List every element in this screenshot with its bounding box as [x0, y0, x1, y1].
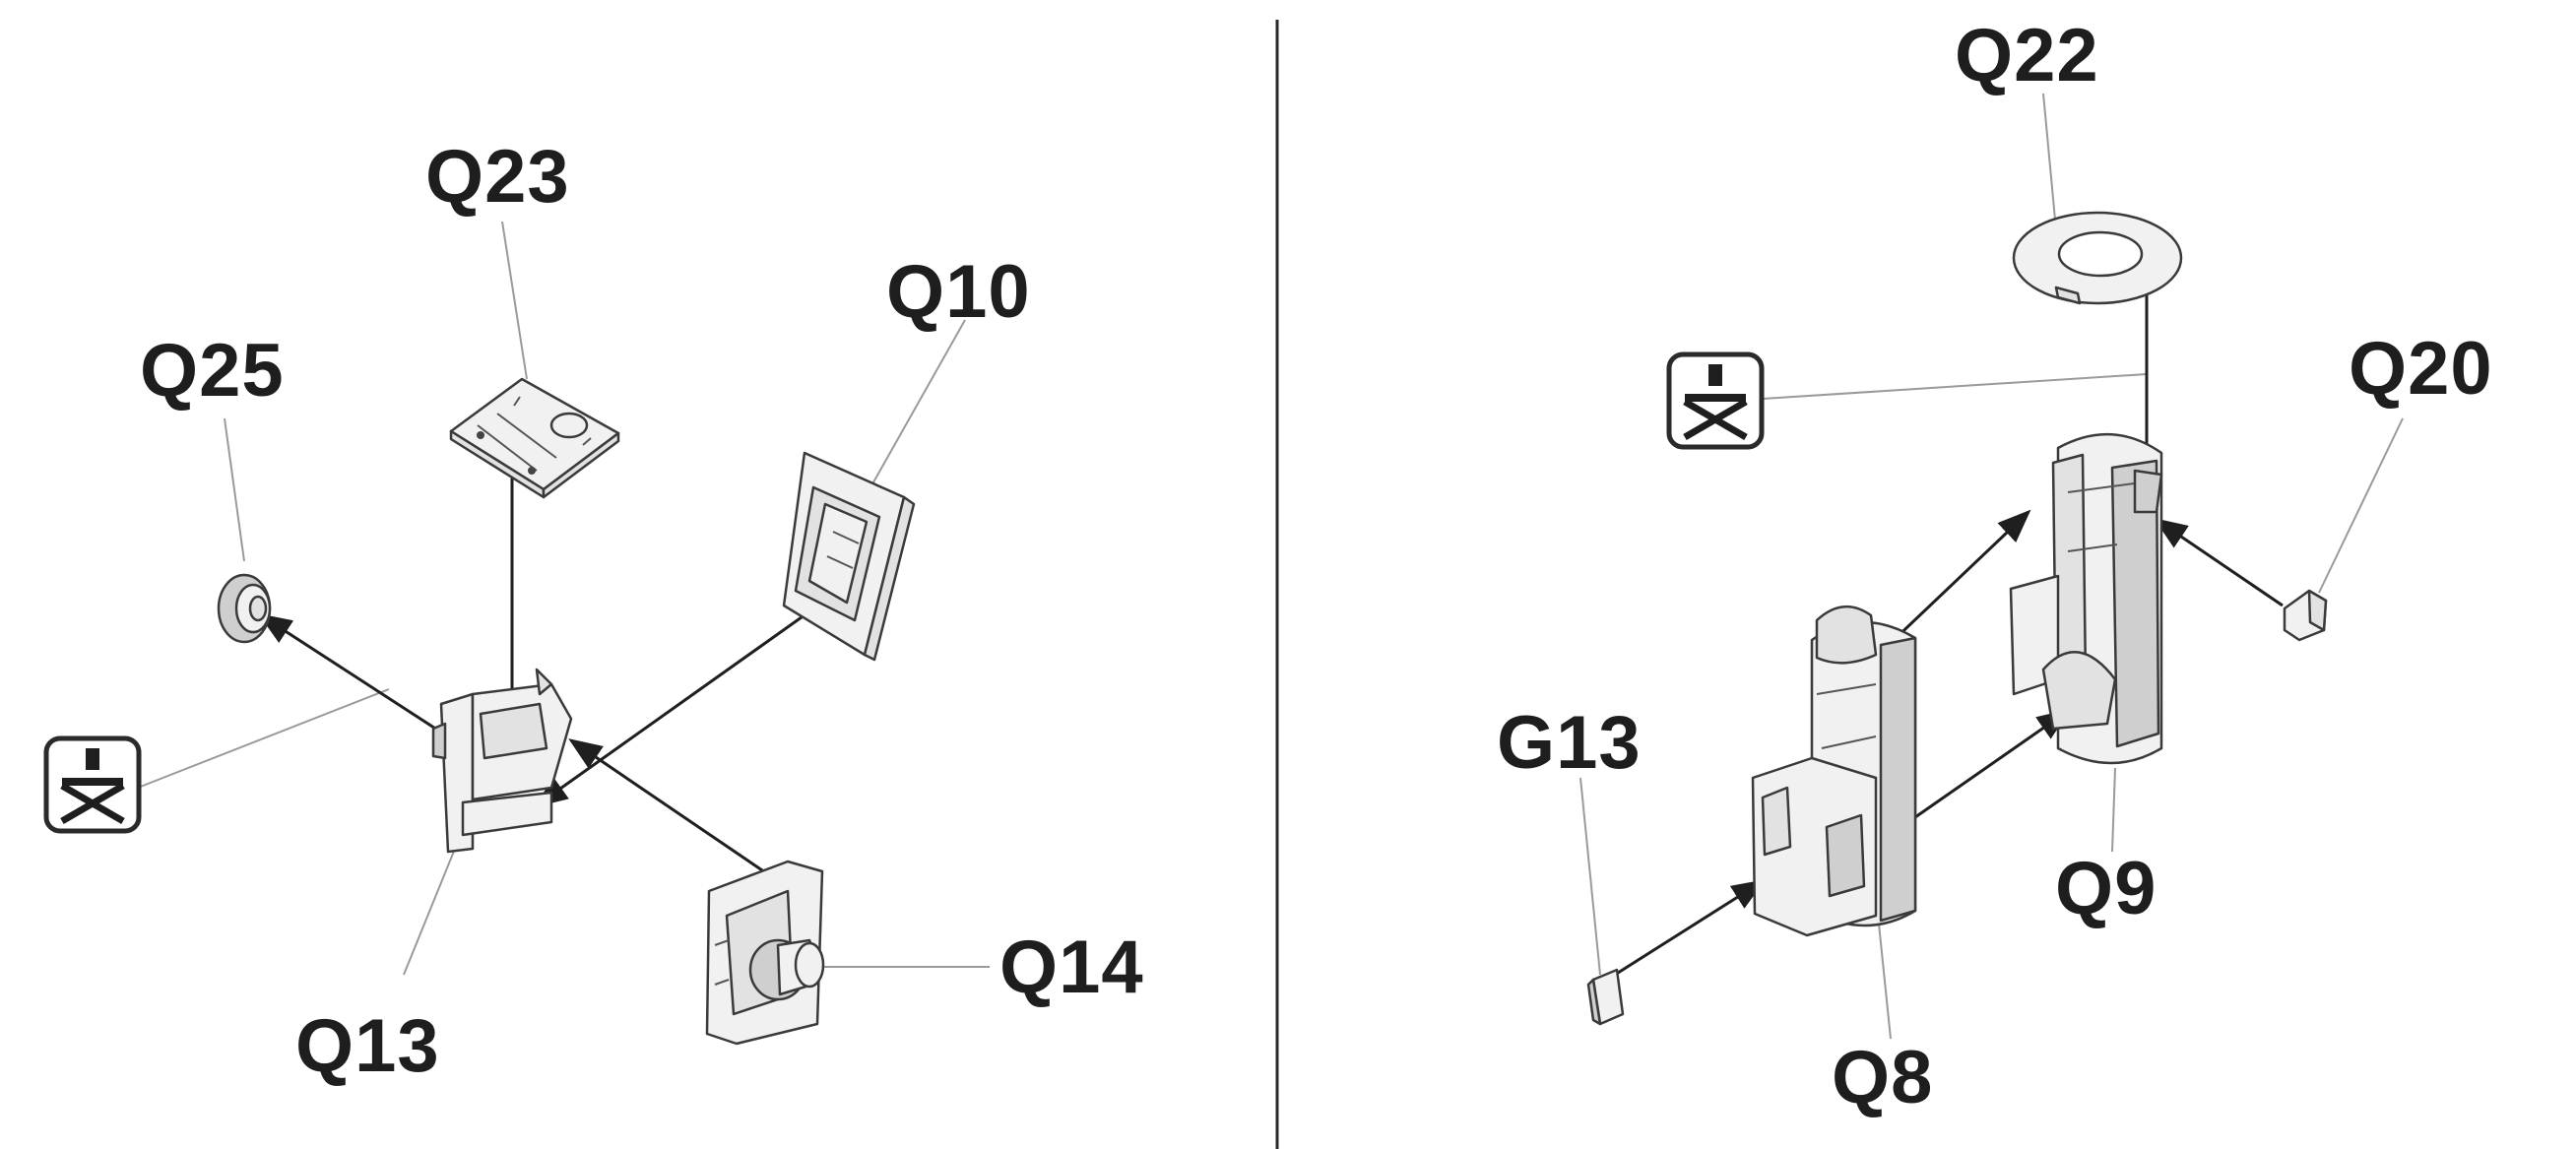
arrow-g13-to-q8	[1615, 881, 1763, 975]
leader-q25	[225, 418, 244, 561]
label-q10: Q10	[886, 250, 1031, 334]
arrow-q8-side-to-q9	[1915, 711, 2068, 817]
leader-g13	[1580, 778, 1600, 975]
part-q9	[2011, 434, 2161, 763]
label-q25: Q25	[140, 329, 285, 413]
arrow-q20-to-q9	[2157, 520, 2283, 606]
left-assembly-step: Q23 Q25 Q10 Q13 Q14	[46, 135, 1144, 1088]
part-q14	[707, 862, 823, 1044]
label-q13: Q13	[295, 1004, 440, 1088]
leader-no-glue-right	[1763, 374, 2147, 399]
arrow-q8-top-to-q9	[1889, 512, 2029, 645]
part-q23	[451, 379, 618, 497]
label-q9: Q9	[2055, 847, 2157, 930]
no-glue-icon	[46, 738, 139, 831]
arrow-q13-to-q25	[261, 615, 443, 734]
part-q20	[2285, 591, 2326, 640]
part-q10	[784, 453, 914, 660]
part-q8	[1753, 606, 1915, 935]
leader-q23	[502, 222, 527, 379]
part-q25	[219, 575, 270, 642]
label-q23: Q23	[425, 135, 570, 219]
leader-q9	[2112, 768, 2115, 852]
no-glue-icon	[1669, 354, 1762, 447]
label-q22: Q22	[1955, 14, 2099, 97]
arrow-q14-to-q13	[571, 740, 768, 874]
leader-q20	[2319, 418, 2403, 593]
label-q8: Q8	[1832, 1036, 1933, 1119]
label-q20: Q20	[2349, 327, 2493, 411]
label-g13: G13	[1497, 701, 1642, 785]
part-g13	[1588, 970, 1623, 1024]
part-q13	[433, 670, 571, 852]
label-q14: Q14	[999, 926, 1144, 1009]
part-q22	[2014, 213, 2181, 303]
arrow-q10-to-q13	[537, 603, 822, 805]
right-assembly-step: Q22 Q20 G13 Q9 Q8	[1497, 14, 2493, 1119]
leader-no-glue-left	[138, 689, 389, 788]
